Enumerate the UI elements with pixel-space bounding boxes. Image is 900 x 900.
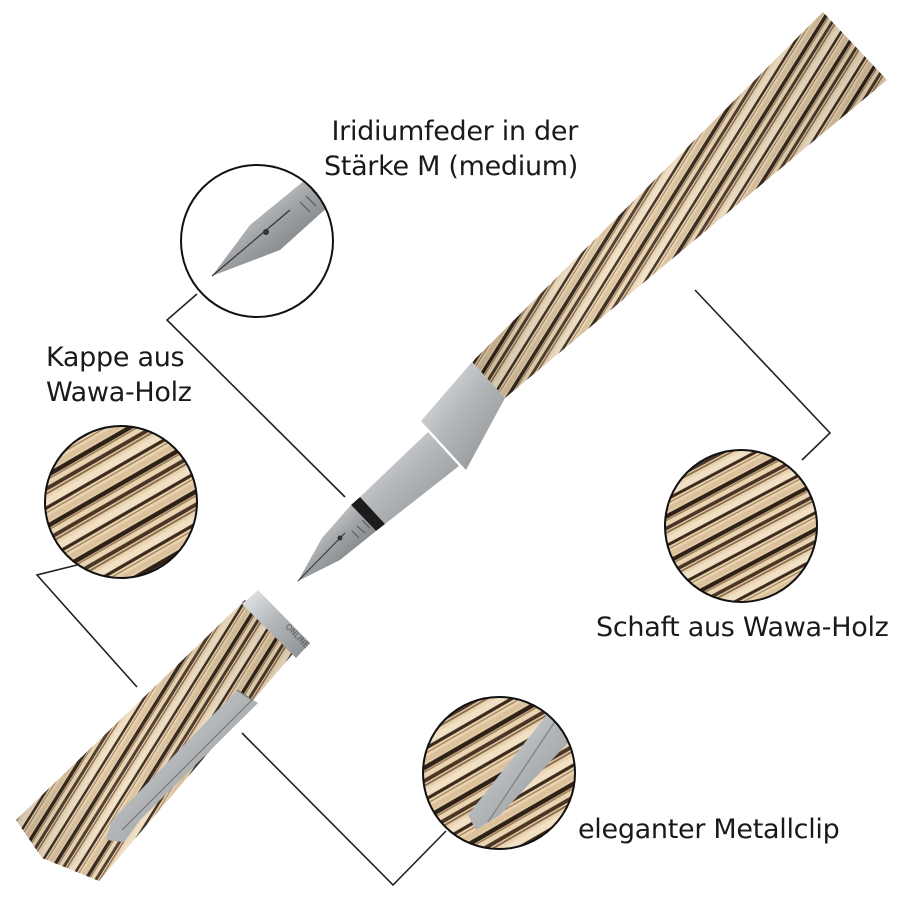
grip-ring bbox=[421, 362, 505, 470]
cap-top bbox=[242, 590, 310, 658]
pen-nib bbox=[297, 505, 376, 582]
callout-shaft: Schaft aus Wawa-Holz bbox=[596, 612, 889, 643]
callout-clip: eleganter Metallclip bbox=[578, 814, 840, 845]
pen-shaft bbox=[351, 12, 887, 531]
detail-circle-shaft-wood bbox=[664, 449, 818, 603]
callout-nib: Iridiumfeder in der Stärke M (medium) bbox=[0, 115, 578, 184]
leader-line-nib bbox=[165, 293, 346, 498]
pen-cap: ONLINE bbox=[16, 590, 311, 881]
leader-lines bbox=[35, 289, 832, 887]
callout-cap-line1: Kappe aus bbox=[46, 342, 185, 373]
detail-circle-nib bbox=[180, 164, 334, 318]
detail-circle-cap-wood bbox=[44, 425, 198, 579]
leader-line-clip bbox=[241, 732, 447, 887]
callout-nib-line1: Iridiumfeder in der bbox=[331, 116, 578, 147]
callout-cap: Kappe aus Wawa-Holz bbox=[46, 341, 192, 410]
callout-cap-line2: Wawa-Holz bbox=[46, 376, 192, 408]
detail-circle-clip bbox=[422, 696, 576, 850]
cap-clip bbox=[106, 690, 258, 842]
pen-section bbox=[360, 432, 459, 524]
callout-nib-line2: Stärke M (medium) bbox=[323, 150, 578, 182]
leader-line-shaft bbox=[694, 289, 832, 461]
leader-line-cap bbox=[35, 564, 138, 688]
